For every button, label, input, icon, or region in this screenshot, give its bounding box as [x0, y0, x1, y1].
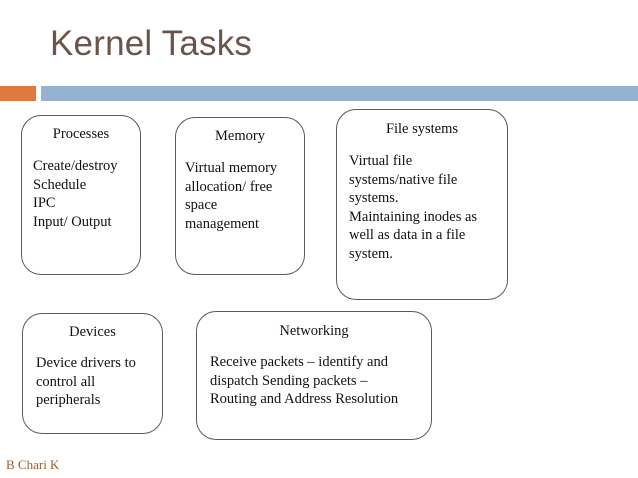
box-body-memory: Virtual memory allocation/ free space ma… [185, 160, 278, 232]
kernel-task-box-processes: Processes Create/destroy Schedule IPC In… [21, 115, 141, 275]
footer-author: B Chari K [6, 457, 60, 472]
box-heading-memory: Memory [215, 128, 265, 144]
kernel-task-box-devices: Devices Device drivers to control all pe… [22, 313, 163, 434]
accent-bar-blue [41, 86, 638, 101]
kernel-task-box-file-systems: File systems Virtual file systems/native… [336, 109, 508, 300]
box-heading-devices: Devices [69, 324, 116, 340]
box-heading-processes: Processes [52, 126, 110, 142]
box-heading-networking: Networking [279, 323, 349, 339]
kernel-task-box-memory: Memory Virtual memory allocation/ free s… [175, 117, 305, 275]
box-body-networking: Receive packets – identify and dispatch … [210, 354, 399, 407]
box-heading-file-systems: File systems [385, 121, 459, 137]
accent-bar-orange [0, 86, 36, 101]
box-body-file-systems: Virtual file systems/native file systems… [349, 153, 478, 262]
page-title: Kernel Tasks [50, 24, 253, 63]
box-body-processes: Create/destroy Schedule IPC Input/ Outpu… [33, 158, 118, 230]
box-body-devices: Device drivers to control all peripheral… [36, 355, 136, 408]
kernel-task-box-networking: Networking Receive packets – identify an… [196, 311, 432, 440]
